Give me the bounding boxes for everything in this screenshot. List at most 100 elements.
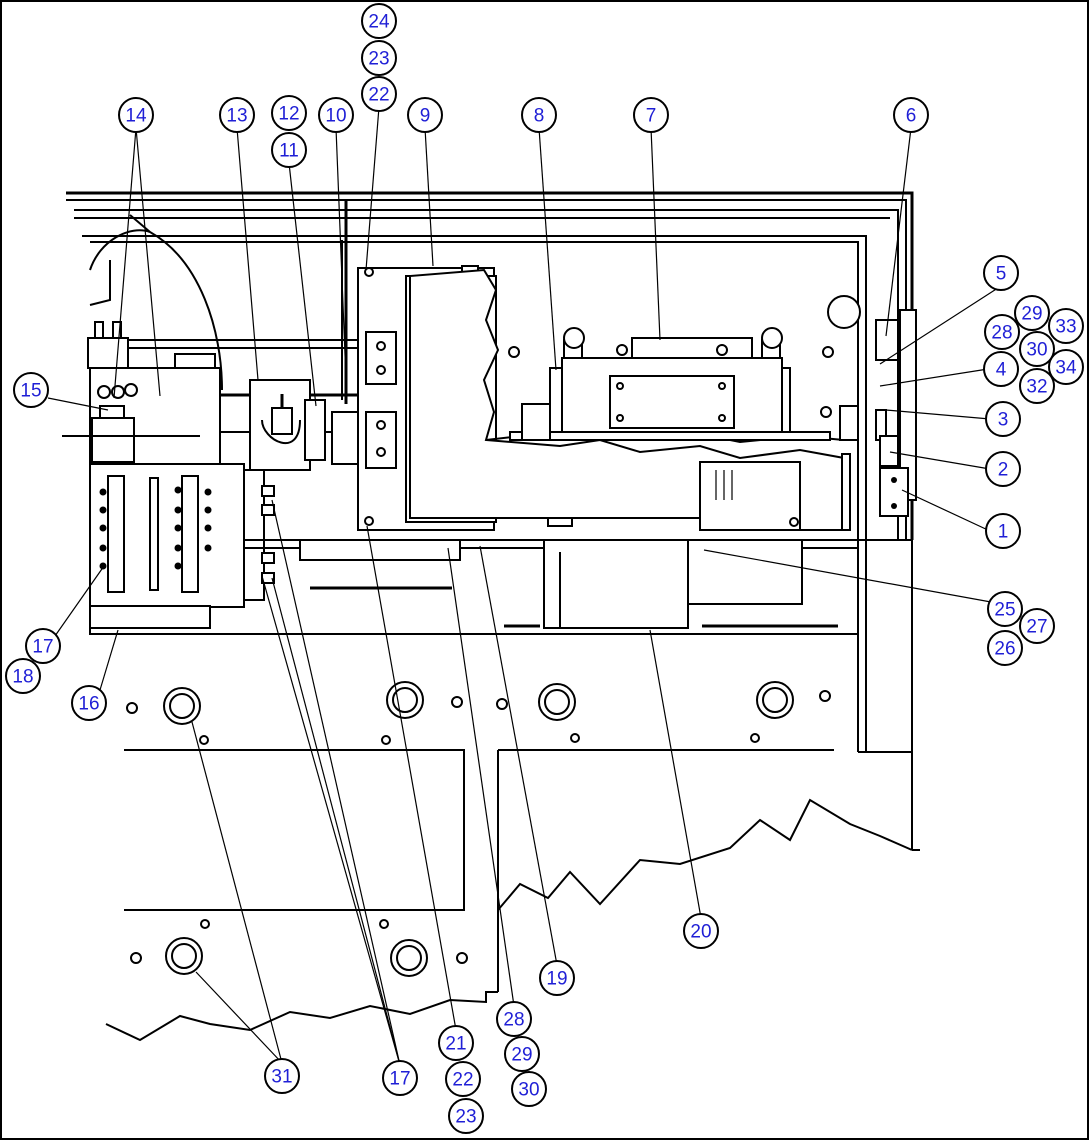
callout-label: 30: [518, 1080, 539, 1101]
callout-c19: 19: [539, 960, 575, 996]
terminal-block-16: [89, 463, 275, 629]
callout-label: 18: [12, 667, 33, 688]
callout-circle: [504, 1036, 540, 1072]
callout-c31: 31: [264, 1058, 300, 1094]
callout-label: 7: [646, 106, 657, 127]
callout-label: 21: [445, 1034, 466, 1055]
callout-c5: 5: [983, 255, 1019, 291]
callout-circle: [445, 1061, 481, 1097]
callout-c25: 25: [987, 591, 1023, 627]
callout-label: 6: [906, 106, 917, 127]
callout-c8: 8: [521, 97, 557, 133]
component-7-8: [508, 295, 861, 441]
callout-circle: [5, 658, 41, 694]
callout-label: 27: [1026, 617, 1047, 638]
callout-label: 8: [534, 106, 545, 127]
callout-c13: 13: [219, 97, 255, 133]
callout-c7: 7: [633, 97, 669, 133]
callout-circle: [361, 76, 397, 112]
callout-circle: [219, 97, 255, 133]
callout-circle: [361, 40, 397, 76]
callout-label: 34: [1055, 358, 1077, 379]
callout-circle: [271, 132, 307, 168]
callout-label: 28: [991, 323, 1012, 344]
callout-label: 22: [368, 85, 389, 106]
callout-label: 25: [994, 600, 1015, 621]
right-terminals: [839, 309, 917, 531]
component-13-switch: [249, 200, 359, 471]
callout-circle: [1019, 331, 1055, 367]
callout-label: 24: [368, 12, 390, 33]
callout-c17b: 17: [382, 1060, 418, 1096]
callout-circle: [984, 314, 1020, 350]
callout-label: 22: [452, 1070, 473, 1091]
callout-c34: 34: [1048, 349, 1084, 385]
callout-circle: [539, 960, 575, 996]
callout-c30b: 30: [511, 1071, 547, 1107]
callout-label: 11: [279, 141, 299, 162]
callout-c11: 11: [271, 132, 307, 168]
callout-label: 4: [996, 360, 1007, 381]
callout-c22a: 22: [361, 76, 397, 112]
callout-label: 9: [420, 106, 431, 127]
callout-label: 20: [690, 922, 711, 943]
callout-c33: 33: [1048, 308, 1084, 344]
callout-circle: [264, 1058, 300, 1094]
callout-c1: 1: [985, 513, 1021, 549]
callout-c26: 26: [987, 630, 1023, 666]
callout-c29b: 29: [504, 1036, 540, 1072]
callout-c3: 3: [985, 401, 1021, 437]
lower-plate: [244, 539, 912, 629]
callout-c30a: 30: [1019, 331, 1055, 367]
callout-label: 12: [278, 104, 299, 125]
left-shelves: [87, 321, 360, 433]
callout-c9: 9: [407, 97, 443, 133]
callout-circle: [987, 630, 1023, 666]
callout-circle: [893, 97, 929, 133]
callout-label: 29: [1021, 304, 1042, 325]
callout-c23b: 23: [448, 1098, 484, 1134]
callout-c20: 20: [683, 913, 719, 949]
callout-circle: [271, 95, 307, 131]
callout-label: 10: [325, 106, 346, 127]
callout-label: 15: [20, 381, 41, 402]
callout-c12: 12: [271, 95, 307, 131]
callout-circle: [511, 1071, 547, 1107]
callout-circle: [983, 351, 1019, 387]
leader-lines: [47, 106, 1003, 1066]
base-body: [89, 628, 920, 1042]
callout-label: 29: [511, 1045, 532, 1066]
callout-c32: 32: [1019, 368, 1055, 404]
callout-c14: 14: [118, 97, 154, 133]
callout-circle: [448, 1098, 484, 1134]
callout-c28a: 28: [984, 314, 1020, 350]
callout-label: 33: [1055, 317, 1076, 338]
callout-label: 30: [1026, 340, 1047, 361]
callout-circle: [438, 1025, 474, 1061]
callout-label: 28: [503, 1010, 524, 1031]
callout-circle: [985, 401, 1021, 437]
callout-c2: 2: [985, 451, 1021, 487]
callout-label: 23: [368, 49, 389, 70]
callout-circle: [1048, 308, 1084, 344]
callout-circle: [683, 913, 719, 949]
callout-circle: [987, 591, 1023, 627]
callout-label: 2: [998, 460, 1009, 481]
callout-c27: 27: [1019, 608, 1055, 644]
callout-label: 26: [994, 639, 1015, 660]
callout-circle: [496, 1001, 532, 1037]
callout-circle: [318, 97, 354, 133]
callout-circle: [521, 97, 557, 133]
callout-label: 17: [32, 637, 53, 658]
callout-circle: [71, 685, 107, 721]
callout-c4: 4: [983, 351, 1019, 387]
callout-circle: [407, 97, 443, 133]
callout-label: 1: [998, 522, 1009, 543]
component-14-block: [62, 367, 221, 465]
callout-c24: 24: [361, 3, 397, 39]
callout-label: 3: [998, 410, 1009, 431]
callout-circle: [1048, 349, 1084, 385]
